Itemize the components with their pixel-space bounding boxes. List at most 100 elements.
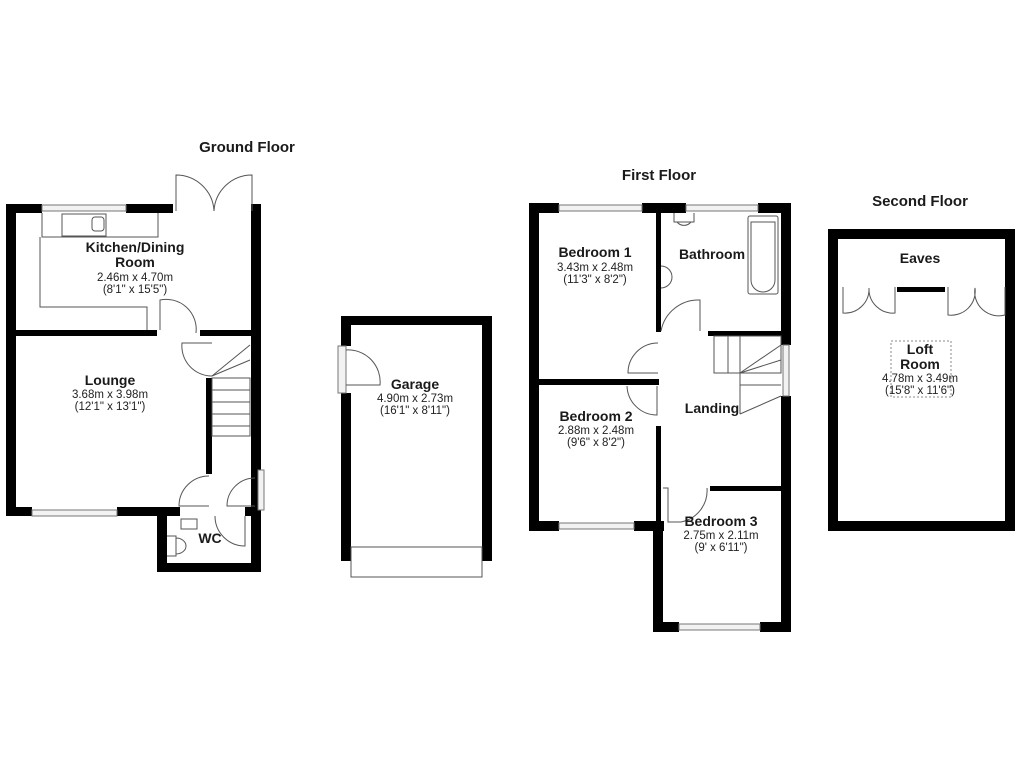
room-name: Room: [115, 254, 155, 270]
wall: [6, 507, 32, 516]
wall: [529, 203, 559, 213]
room-name: Bedroom 3: [684, 513, 757, 529]
wall: [897, 287, 945, 292]
door-swing: [626, 385, 658, 416]
staircase: [713, 335, 782, 415]
wall: [760, 622, 791, 632]
first-floor-title: First Floor: [622, 167, 696, 184]
garage-door: [350, 546, 483, 578]
wall: [157, 507, 167, 572]
room-dimensions-metric: 2.75m x 2.11m: [683, 530, 758, 542]
room-name: Kitchen/Dining: [86, 239, 185, 255]
side-door-frame: [337, 345, 347, 394]
wall: [482, 316, 492, 561]
room-dimensions-imperial: (12'1" x 13'1"): [75, 401, 146, 413]
room-dimensions-imperial: (8'1" x 15'5"): [103, 284, 168, 296]
toilet-icon: [673, 213, 695, 226]
wall: [126, 204, 173, 213]
wall: [6, 204, 16, 516]
wall: [828, 229, 838, 531]
bath-icon: [747, 215, 779, 295]
room-dimensions-metric: 2.46m x 4.70m: [97, 272, 173, 284]
ground-floor-title: Ground Floor: [199, 139, 295, 156]
room-name: Landing: [685, 400, 739, 416]
wall: [251, 510, 261, 572]
window: [31, 509, 118, 517]
ground-floor-plan: Ground Floor: [6, 139, 295, 572]
wall: [529, 203, 539, 530]
sink-unit: [61, 213, 107, 237]
wall: [828, 521, 1015, 531]
window: [678, 623, 761, 631]
wall: [341, 393, 351, 561]
room-dimensions-imperial: (9'6" x 8'2"): [567, 437, 625, 449]
toilet-icon: [167, 535, 187, 557]
wall: [781, 203, 791, 345]
room-name: Bedroom 1: [558, 244, 631, 260]
kitchen-worktop: [39, 213, 159, 330]
room-name: Garage: [391, 376, 439, 392]
window: [558, 522, 635, 530]
basin-icon: [180, 518, 198, 530]
wall: [537, 379, 659, 385]
wall: [642, 203, 686, 213]
window: [41, 204, 127, 212]
eaves-doors: [947, 287, 1006, 317]
loft-label-box: [890, 340, 952, 398]
wall: [6, 204, 42, 213]
wall: [529, 521, 559, 531]
wall: [14, 330, 157, 336]
room-dimensions-metric: 4.78m x 3.49m: [882, 373, 958, 385]
second-floor-plan: Second Floor Eaves Loft Room 4.78m x 3.4…: [828, 193, 1015, 531]
wall: [656, 211, 661, 332]
room-dimensions-metric: 2.88m x 2.48m: [558, 425, 634, 437]
room-name: Eaves: [900, 250, 941, 266]
staircase: [211, 344, 251, 437]
room-dimensions-imperial: (15'8" x 11'6"): [885, 385, 955, 397]
room-name: Bedroom 2: [559, 408, 632, 424]
room-dimensions-imperial: (9' x 6'11"): [694, 542, 747, 554]
wall: [200, 330, 252, 336]
wall: [157, 563, 261, 572]
wall: [653, 622, 679, 632]
wall: [206, 378, 212, 474]
wall: [708, 331, 783, 336]
wall: [828, 229, 1015, 239]
wall: [758, 203, 790, 213]
room-name: Room: [900, 356, 940, 372]
french-doors: [175, 174, 253, 212]
door-swing: [663, 487, 708, 523]
wall: [653, 521, 663, 632]
door-swing: [226, 477, 256, 507]
room-dimensions-imperial: (11'3" x 8'2"): [563, 274, 627, 286]
door-swing: [627, 342, 659, 374]
garage-plan: Garage 4.90m x 2.73m (16'1" x 8'11"): [337, 316, 492, 578]
room-name: Lounge: [85, 372, 136, 388]
wall: [341, 316, 492, 325]
door-swing: [159, 298, 197, 334]
door-swing: [181, 342, 213, 377]
wall: [634, 521, 664, 531]
room-name: Loft: [907, 341, 934, 357]
wall: [656, 426, 661, 523]
first-floor-plan: First Floor: [529, 167, 791, 632]
wall: [710, 486, 783, 491]
door-swing: [178, 475, 210, 507]
room-dimensions-metric: 3.68m x 3.98m: [72, 389, 148, 401]
room-dimensions-metric: 3.43m x 2.48m: [557, 262, 633, 274]
room-dimensions-imperial: (16'1" x 8'11"): [380, 405, 450, 417]
door-swing: [214, 515, 246, 547]
bath-inner: [750, 221, 776, 293]
wall: [781, 396, 791, 632]
sink-icon: [91, 216, 105, 232]
basin-icon: [660, 265, 673, 289]
room-dimensions-metric: 4.90m x 2.73m: [377, 393, 453, 405]
wall: [245, 507, 261, 516]
door-swing: [345, 349, 381, 386]
window: [782, 344, 790, 397]
wall: [117, 507, 180, 516]
wall: [341, 316, 351, 346]
window: [685, 204, 759, 212]
window: [558, 204, 643, 212]
